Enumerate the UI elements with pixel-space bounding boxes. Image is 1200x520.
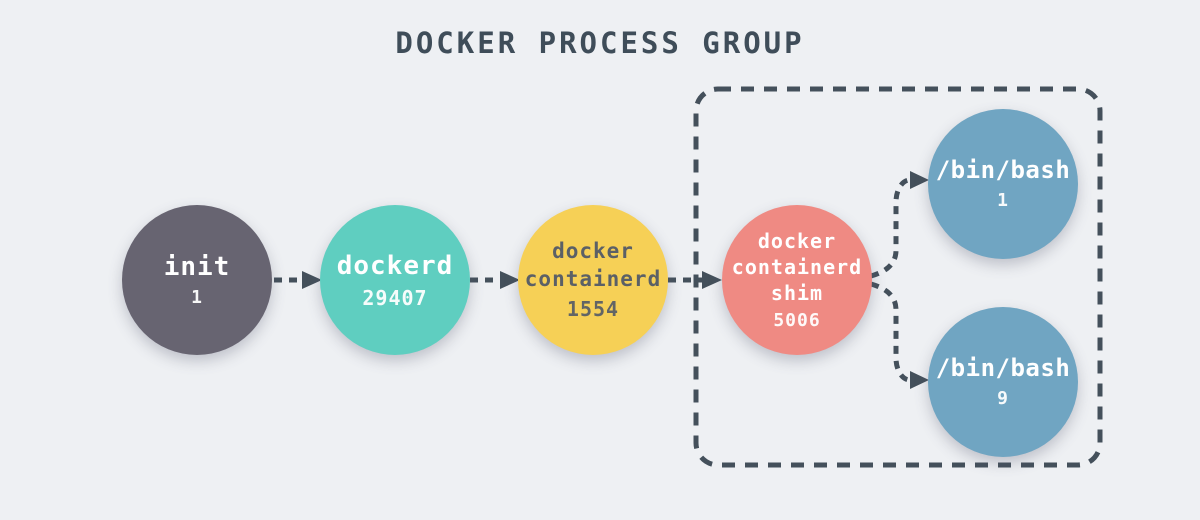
process-group-box bbox=[693, 86, 1103, 468]
node-bash-1-label: /bin/bash bbox=[935, 156, 1071, 185]
node-bash-9: /bin/bash 9 bbox=[928, 307, 1078, 457]
arrow-shim-bash-bottom bbox=[870, 281, 929, 389]
node-containerd-shim-pid: 5006 bbox=[773, 309, 821, 331]
node-containerd-shim: docker containerd shim 5006 bbox=[722, 205, 872, 355]
node-containerd-pid: 1554 bbox=[566, 296, 620, 321]
node-dockerd: dockerd 29407 bbox=[320, 205, 470, 355]
node-init-pid: 1 bbox=[191, 287, 203, 309]
arrow-containerd-shim bbox=[668, 271, 722, 289]
node-init-label: init bbox=[163, 251, 231, 282]
node-dockerd-label: dockerd bbox=[336, 250, 454, 281]
arrow-shim-bash-top bbox=[870, 171, 929, 279]
node-bash-9-label: /bin/bash bbox=[935, 354, 1071, 383]
node-dockerd-pid: 29407 bbox=[362, 285, 428, 310]
node-bash-1: /bin/bash 1 bbox=[928, 109, 1078, 259]
arrow-init-dockerd bbox=[274, 271, 322, 289]
node-containerd-label: docker containerd bbox=[524, 239, 662, 291]
arrow-dockerd-containerd bbox=[470, 271, 520, 289]
node-init: init 1 bbox=[122, 205, 272, 355]
node-bash-9-pid: 9 bbox=[997, 387, 1009, 409]
node-containerd-shim-label: docker containerd shim bbox=[731, 228, 863, 306]
node-bash-1-pid: 1 bbox=[997, 189, 1009, 211]
diagram-title: DOCKER PROCESS GROUP bbox=[395, 26, 805, 60]
node-containerd: docker containerd 1554 bbox=[518, 205, 668, 355]
